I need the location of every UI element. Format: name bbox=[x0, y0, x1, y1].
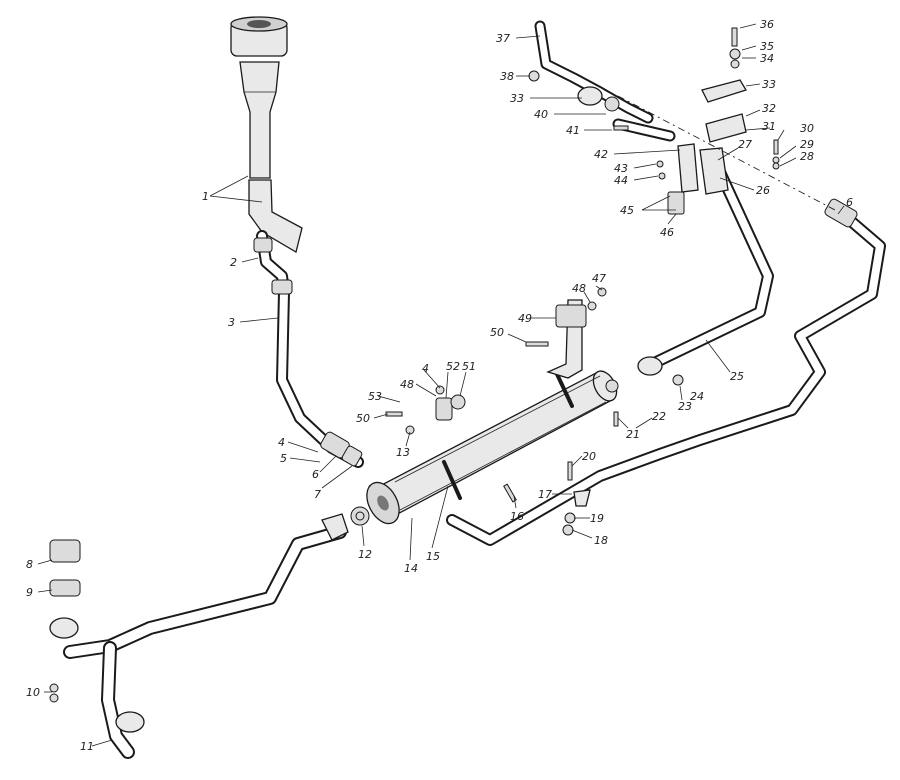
label-part-48-lower: 48 bbox=[400, 378, 414, 391]
label-part-22: 22 bbox=[652, 410, 666, 423]
label-part-31: 31 bbox=[762, 120, 776, 133]
upper-pipe-37-40 bbox=[528, 20, 836, 211]
tail-pipe-22 bbox=[446, 198, 886, 546]
label-part-32: 32 bbox=[762, 102, 776, 115]
label-part-37: 37 bbox=[496, 32, 510, 45]
label-part-35: 35 bbox=[760, 40, 774, 53]
intake-pipe-3 bbox=[253, 230, 364, 468]
label-part-25: 25 bbox=[730, 370, 744, 383]
label-part-45: 45 bbox=[620, 204, 634, 217]
label-part-5: 5 bbox=[280, 452, 287, 465]
label-part-9: 9 bbox=[26, 586, 33, 599]
label-part-18: 18 bbox=[594, 534, 608, 547]
label-part-15: 15 bbox=[426, 550, 440, 563]
part-number-labels: 1 2 3 4 5 6 7 8 9 10 11 12 13 14 15 16 1… bbox=[26, 18, 853, 753]
label-part-50-lower: 50 bbox=[356, 412, 370, 425]
pipe-25 bbox=[637, 147, 774, 376]
label-part-36: 36 bbox=[760, 18, 774, 31]
label-part-49: 49 bbox=[518, 312, 532, 325]
label-part-48-upper: 48 bbox=[572, 282, 586, 295]
label-part-38: 38 bbox=[500, 70, 514, 83]
label-part-53: 53 bbox=[368, 390, 382, 403]
label-part-12: 12 bbox=[358, 548, 372, 561]
label-part-29: 29 bbox=[800, 138, 814, 151]
label-part-7: 7 bbox=[314, 488, 321, 501]
label-part-46: 46 bbox=[660, 226, 674, 239]
label-part-4: 4 bbox=[278, 436, 285, 449]
label-part-28: 28 bbox=[800, 150, 814, 163]
label-part-34: 34 bbox=[760, 52, 774, 65]
label-part-13: 13 bbox=[396, 446, 410, 459]
label-part-19: 19 bbox=[590, 512, 604, 525]
label-part-52: 52 bbox=[446, 360, 460, 373]
label-part-11: 11 bbox=[80, 740, 94, 753]
label-part-51: 51 bbox=[462, 360, 476, 373]
label-part-41: 41 bbox=[566, 124, 580, 137]
label-part-24: 24 bbox=[690, 390, 704, 403]
label-part-3: 3 bbox=[228, 316, 235, 329]
label-part-14: 14 bbox=[404, 562, 418, 575]
label-part-30: 30 bbox=[800, 122, 814, 135]
label-part-2: 2 bbox=[230, 256, 237, 269]
label-part-4-upper: 4 bbox=[422, 362, 429, 375]
label-part-16: 16 bbox=[510, 510, 524, 523]
leader-lines bbox=[37, 23, 845, 747]
label-part-42: 42 bbox=[594, 148, 608, 161]
label-part-21: 21 bbox=[626, 428, 640, 441]
label-part-27: 27 bbox=[738, 138, 752, 151]
label-part-33-left: 33 bbox=[510, 92, 524, 105]
label-part-47: 47 bbox=[592, 272, 606, 285]
label-part-33-top: 33 bbox=[762, 78, 776, 91]
label-part-44: 44 bbox=[614, 174, 628, 187]
label-part-50-upper: 50 bbox=[490, 326, 504, 339]
label-part-43: 43 bbox=[614, 162, 628, 175]
label-part-26: 26 bbox=[756, 184, 770, 197]
label-part-8: 8 bbox=[26, 558, 33, 571]
label-part-17: 17 bbox=[538, 488, 552, 501]
label-part-6-right: 6 bbox=[846, 196, 853, 209]
label-part-6: 6 bbox=[312, 468, 319, 481]
label-part-23: 23 bbox=[678, 400, 692, 413]
snorkel-pipe bbox=[230, 16, 303, 254]
label-part-1: 1 bbox=[202, 190, 209, 203]
label-part-40: 40 bbox=[534, 108, 548, 121]
label-part-20: 20 bbox=[582, 450, 596, 463]
muffler bbox=[366, 299, 618, 525]
label-part-10: 10 bbox=[26, 686, 40, 699]
front-exhaust-pipe bbox=[49, 513, 349, 759]
bracket-parts bbox=[49, 27, 780, 703]
